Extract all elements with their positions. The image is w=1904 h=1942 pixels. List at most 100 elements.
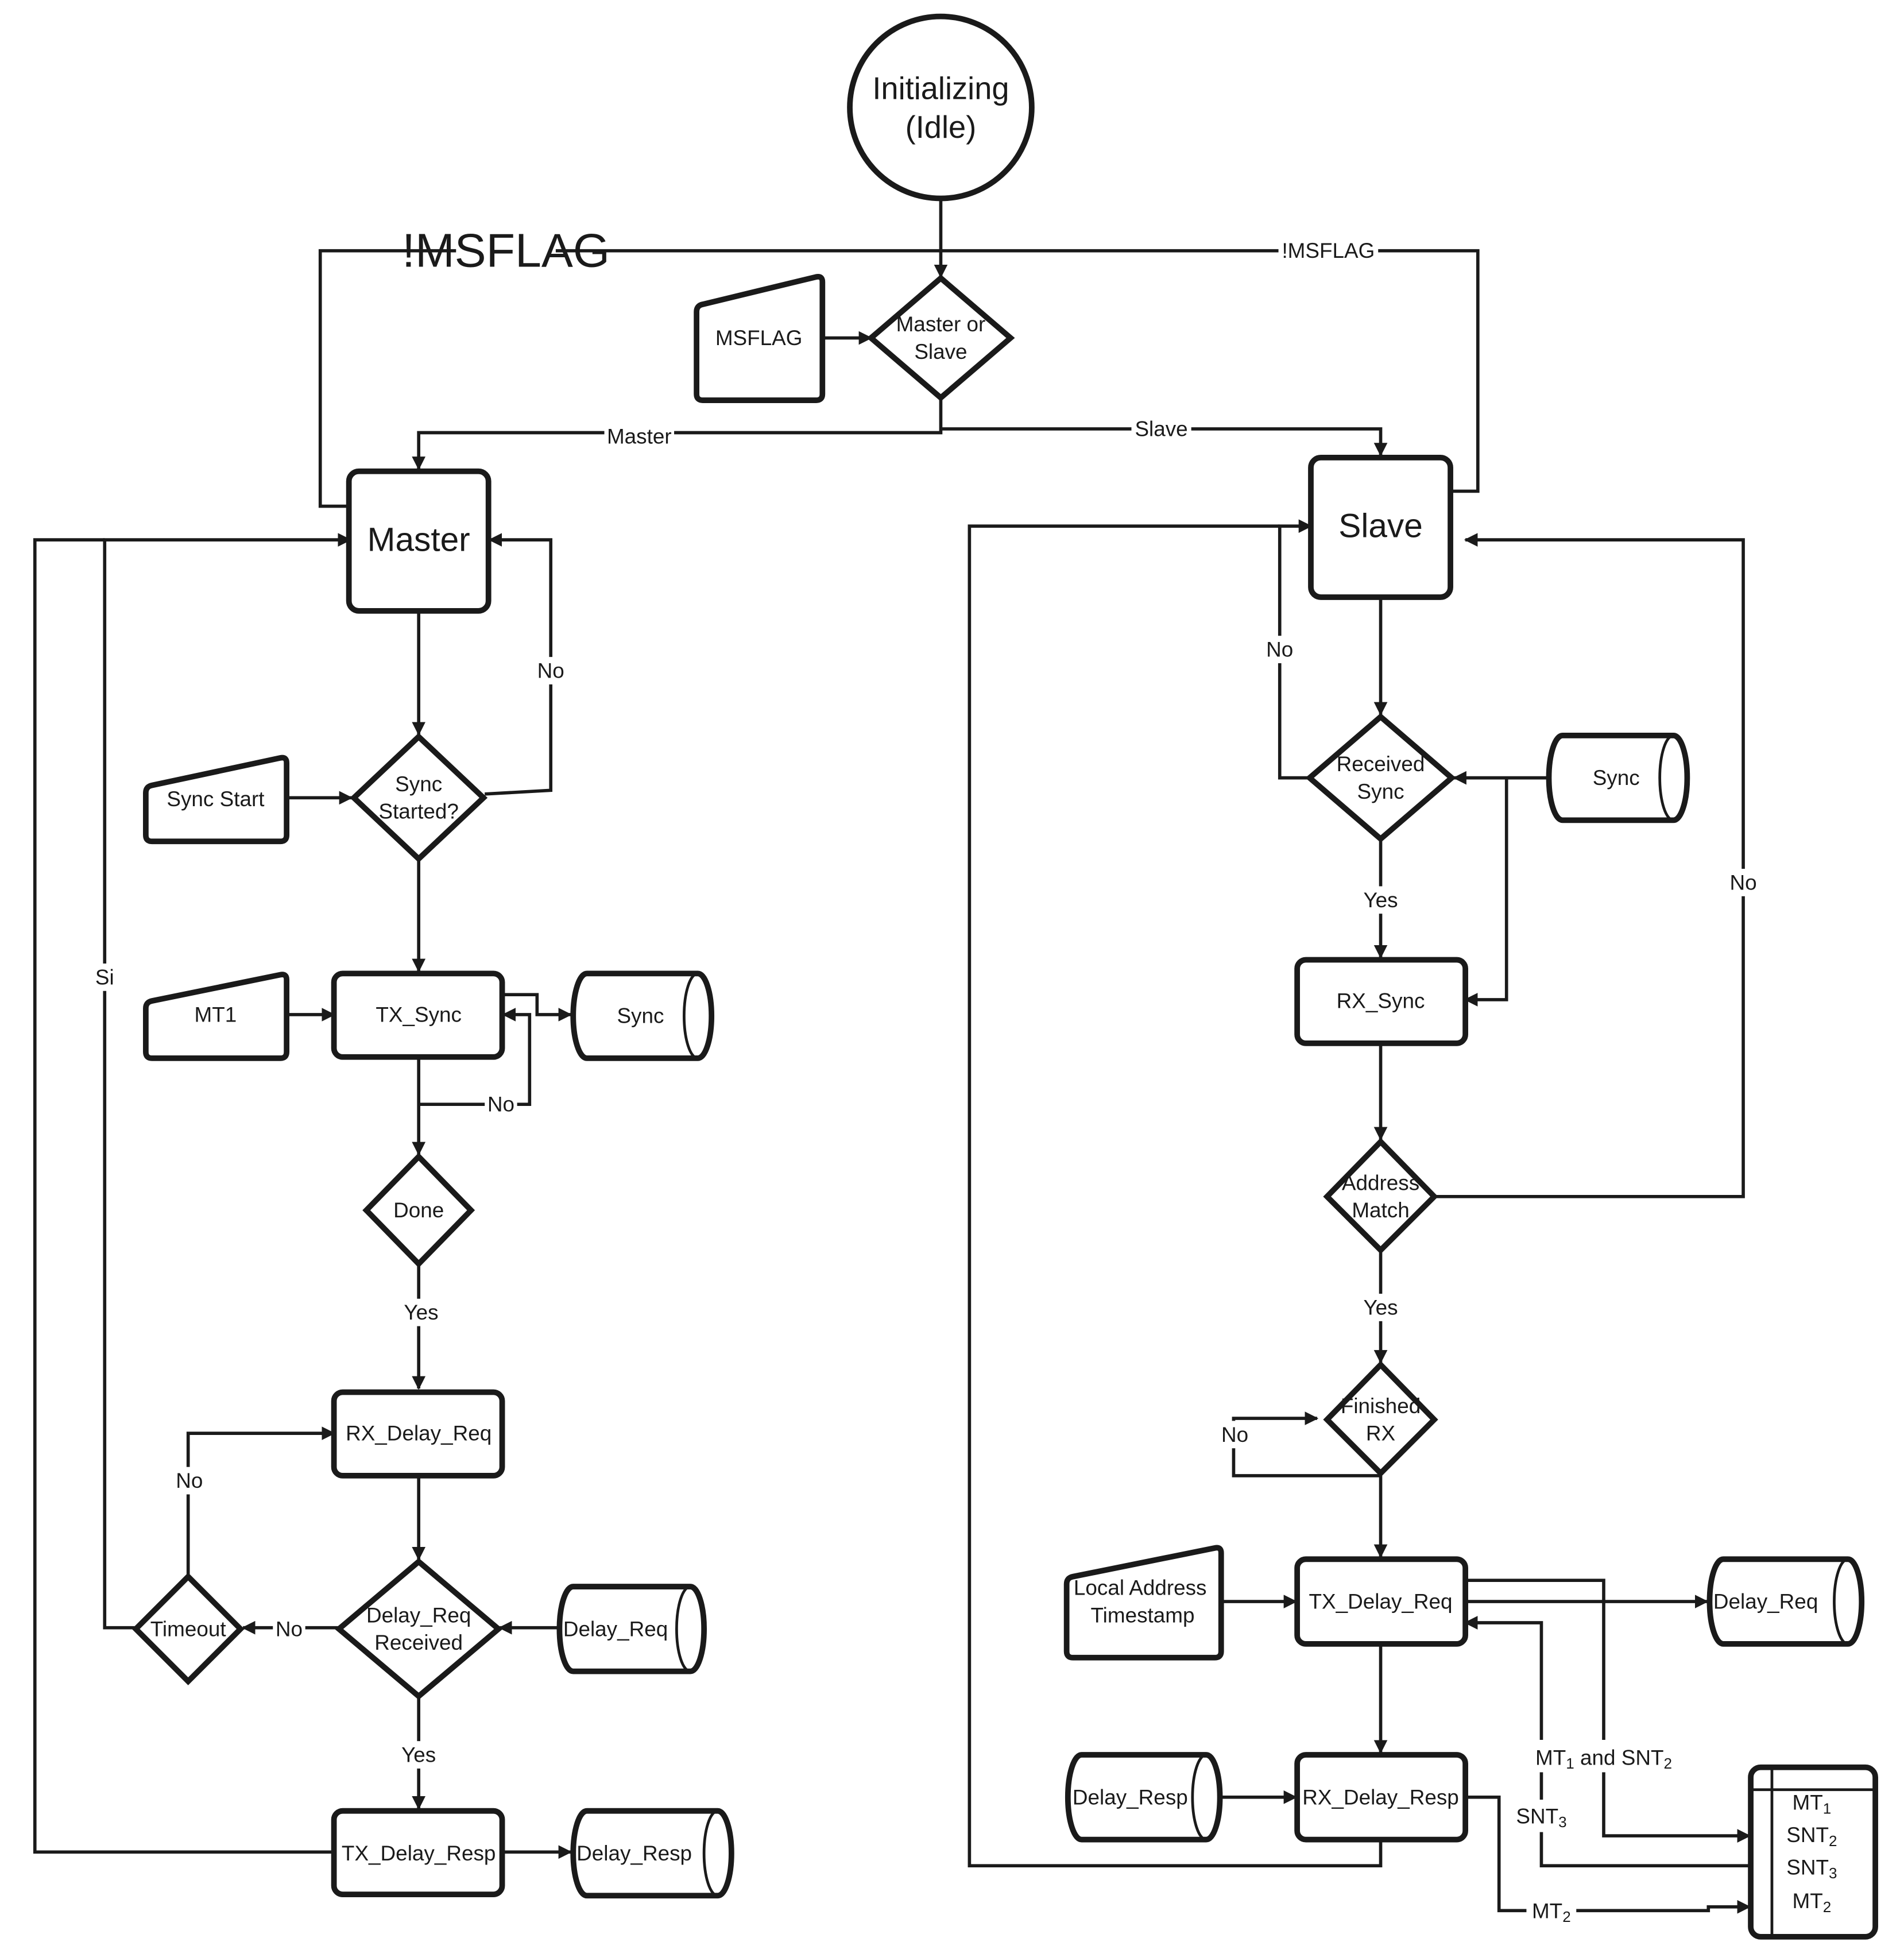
edge-rx-delay-resp-loop [968, 524, 1383, 1867]
node-delay-req-store-slave: Delay_Req [1706, 1556, 1865, 1647]
label-slave-text: Slave [1135, 417, 1187, 440]
node-sync-started-line1: Sync [395, 772, 442, 796]
label-no-tx-sync: No [485, 1090, 517, 1119]
node-msflag-input: MSFLAG [694, 274, 826, 403]
node-initializing-line1: Initializing [872, 72, 1009, 106]
node-delay-req-store-master: Delay_Req [556, 1584, 707, 1674]
edge-tx-delay-resp-loop [33, 538, 334, 1854]
label-master-text: Master [607, 425, 672, 448]
label-snt3: SNT3 [1510, 1800, 1573, 1832]
node-sync-store-master: Sync [570, 970, 715, 1061]
node-master: Master [346, 468, 492, 614]
label-not-msflag-left-text: !MSFLAG [402, 225, 610, 277]
node-mt1-input: MT1 [143, 972, 290, 1061]
node-done-text: Done [393, 1198, 444, 1222]
node-slave-text: Slave [1338, 508, 1423, 545]
label-no-tx-sync-text: No [487, 1093, 514, 1116]
edge-tx-sync-to-sync-store [502, 993, 572, 1022]
node-master-or-slave-line2: Slave [914, 340, 967, 363]
edge-not-msflag-loop [318, 249, 1480, 508]
node-delay-req-received-line2: Received [374, 1631, 463, 1654]
node-timeout-text: Timeout [150, 1617, 226, 1641]
node-initializing-line2: (Idle) [905, 110, 977, 145]
label-yes-done-text: Yes [404, 1301, 438, 1324]
label-no-received-sync: No [1263, 636, 1296, 663]
node-done: Done [362, 1152, 475, 1268]
nodes: Initializing (Idle) MSFLAG Master or Sla… [131, 13, 1878, 1940]
node-timeout: Timeout [131, 1572, 245, 1685]
label-no-timeout-text: No [176, 1469, 203, 1492]
node-received-sync-line2: Sync [1357, 780, 1404, 803]
node-sync-start: Sync Start [143, 755, 290, 845]
node-tx-delay-resp-text: TX_Delay_Resp [342, 1842, 496, 1865]
edge-decision-to-slave [941, 427, 1388, 457]
node-tx-delay-req-text: TX_Delay_Req [1309, 1590, 1453, 1614]
node-rx-delay-req-text: RX_Delay_Req [346, 1422, 492, 1445]
node-sync-started: Sync Started? [350, 733, 488, 863]
node-received-sync: Received Sync [1305, 713, 1456, 843]
node-master-or-slave: Master or Slave [866, 274, 1015, 402]
node-delay-resp-store-master-text: Delay_Resp [576, 1842, 692, 1865]
storage-entry-1: SNT2 [1786, 1823, 1837, 1849]
label-mt1-and-snt2-text: MT1 and SNT2 [1535, 1746, 1672, 1772]
label-yes-delay-req: Yes [397, 1741, 440, 1769]
node-storage-table: MT1 SNT2 SNT3 MT2 [1748, 1764, 1878, 1940]
node-delay-resp-store-master: Delay_Resp [570, 1808, 734, 1899]
node-delay-resp-store-slave-text: Delay_Resp [1073, 1785, 1188, 1809]
node-slave: Slave [1308, 455, 1453, 600]
label-no-finished-rx: No [1218, 1421, 1251, 1449]
node-address-match-line1: Address [1342, 1171, 1419, 1194]
node-delay-req-received: Delay_Req Received [334, 1558, 503, 1700]
label-no-timeout: No [173, 1467, 206, 1495]
label-no-address-match-text: No [1729, 871, 1756, 894]
label-si-text: Si [95, 965, 114, 989]
node-finished-rx: Finished RX [1323, 1360, 1438, 1477]
label-yes-address-match-text: Yes [1363, 1295, 1398, 1319]
edge-sync-store-to-rx-sync [1464, 777, 1508, 1007]
node-rx-delay-resp: RX_Delay_Resp [1294, 1752, 1468, 1843]
edge-decision-to-master [412, 399, 943, 470]
label-not-msflag-right-text: !MSFLAG [1282, 239, 1375, 262]
label-slave: Slave [1131, 415, 1191, 443]
node-sync-store-slave: Sync [1546, 732, 1690, 823]
label-no-received-sync-text: No [1266, 638, 1293, 661]
label-no-address-match: No [1727, 869, 1760, 896]
storage-entry-3: MT2 [1793, 1889, 1832, 1915]
node-delay-req-received-line1: Delay_Req [366, 1603, 471, 1627]
node-delay-req-store-slave-text: Delay_Req [1713, 1590, 1818, 1614]
node-tx-sync: TX_Sync [331, 970, 505, 1060]
edge-timeout-si [103, 533, 352, 1630]
node-tx-delay-resp: TX_Delay_Resp [331, 1808, 505, 1897]
node-tx-sync-text: TX_Sync [376, 1003, 462, 1026]
node-master-text: Master [367, 521, 470, 559]
label-no-sync-started: No [534, 657, 567, 684]
node-local-address-timestamp: Local Address Timestamp [1063, 1545, 1224, 1661]
node-rx-sync: RX_Sync [1294, 957, 1468, 1046]
node-delay-resp-store-slave: Delay_Resp [1065, 1752, 1223, 1843]
node-finished-rx-line2: RX [1366, 1422, 1395, 1445]
node-initializing: Initializing (Idle) [847, 13, 1035, 202]
label-yes-done: Yes [400, 1298, 443, 1326]
node-sync-started-line2: Started? [378, 800, 458, 823]
node-mt1-input-text: MT1 [195, 1003, 237, 1026]
label-si: Si [92, 963, 117, 991]
node-msflag-input-text: MSFLAG [715, 326, 803, 350]
node-master-or-slave-line1: Master or [896, 312, 986, 336]
label-not-msflag-right: !MSFLAG [1278, 237, 1379, 265]
node-local-address-timestamp-line1: Local Address [1074, 1576, 1207, 1600]
label-mt2-text: MT2 [1532, 1899, 1571, 1925]
label-yes-received-sync: Yes [1359, 886, 1402, 914]
label-no-sync-started-text: No [537, 659, 564, 682]
edge-labels: !MSFLAG !MSFLAG Master Slave No Si No Y [92, 225, 1760, 1927]
node-finished-rx-line1: Finished [1341, 1394, 1421, 1418]
label-yes-received-sync-text: Yes [1363, 888, 1398, 912]
label-yes-delay-req-text: Yes [401, 1743, 436, 1767]
node-sync-store-master-text: Sync [617, 1004, 664, 1028]
label-no-delay-req: No [273, 1615, 305, 1643]
node-address-match-line2: Match [1352, 1198, 1409, 1222]
storage-entry-2: SNT3 [1786, 1855, 1837, 1882]
label-not-msflag-left: !MSFLAG [402, 225, 610, 277]
node-rx-delay-req: RX_Delay_Req [331, 1389, 505, 1479]
label-mt1-and-snt2: MT1 and SNT2 [1526, 1739, 1681, 1773]
